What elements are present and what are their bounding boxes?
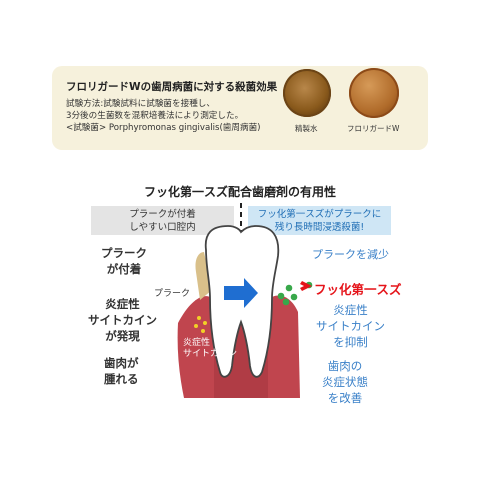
- label-plaque-attached: プラーク が付着: [101, 246, 147, 276]
- section-title: フッ化第一スズ配合歯磨剤の有用性: [143, 185, 336, 199]
- tooth: [204, 225, 280, 378]
- label-gum-improve: 歯肉の 炎症状態 を改善: [322, 359, 368, 405]
- dish-label-floriguard: フロリガードW: [347, 124, 400, 133]
- label-gum-swelling: 歯肉が 腫れる: [104, 356, 139, 386]
- header-plaque-prone: プラークが付着 しやすい口腔内: [91, 206, 234, 235]
- diagram-label-plaque: プラーク: [154, 289, 191, 299]
- label-cytokine-expressed: 炎症性 サイトカイン が発現: [88, 297, 157, 343]
- arrow-right-icon: [224, 278, 258, 308]
- petri-dish-water: [283, 69, 331, 117]
- method-line-1: 試験方法:試験試料に試験菌を接種し、: [66, 99, 215, 109]
- plaque-deposit: [195, 252, 212, 300]
- diagram-label-cytokine: 炎症性 サイトカイン: [183, 338, 238, 359]
- arrow-left-red-icon: [300, 281, 312, 291]
- label-plaque-reduce: プラークを減少: [312, 248, 389, 261]
- label-cytokine-suppress: 炎症性 サイトカイン を抑制: [316, 303, 385, 349]
- petri-dish-floriguard: [349, 68, 399, 118]
- panel-title: フロリガードWの歯周病菌に対する殺菌効果: [66, 81, 278, 93]
- dish-label-water: 精製水: [295, 124, 318, 133]
- method-line-2: 3分後の生菌数を混釈培養法により測定した。: [66, 111, 244, 121]
- gum-right: [268, 295, 300, 398]
- header-stannous-effect: フッ化第一スズがプラークに 残り長時間浸透殺菌!: [248, 206, 391, 235]
- stannous-dot: [277, 292, 285, 300]
- label-stannous-fluoride: フッ化第一スズ: [314, 282, 402, 297]
- bacteria-line: <試験菌> Porphyromonas gingivalis(歯周病菌): [66, 123, 261, 133]
